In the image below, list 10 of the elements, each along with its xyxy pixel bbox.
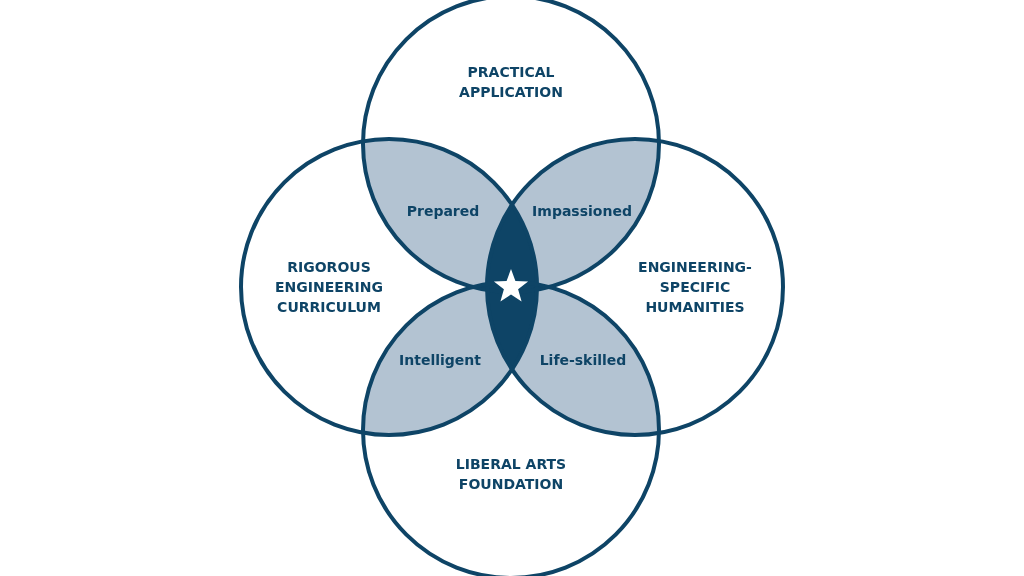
overlap-label: Life-skilled — [539, 352, 627, 368]
circle-label: PRACTICAL APPLICATION — [458, 63, 564, 102]
venn-circle — [485, 137, 785, 437]
overlap-label: Prepared — [406, 203, 480, 219]
circle-label: ENGINEERING-SPECIFIC HUMANITIES — [637, 258, 753, 317]
circle-label: LIBERAL ARTS FOUNDATION — [454, 455, 568, 494]
overlap-label: Intelligent — [399, 352, 481, 368]
star-icon — [493, 269, 529, 302]
overlap-label: Impassioned — [532, 203, 632, 219]
circle-label: RIGOROUS ENGINEERING CURRICULUM — [274, 258, 384, 317]
